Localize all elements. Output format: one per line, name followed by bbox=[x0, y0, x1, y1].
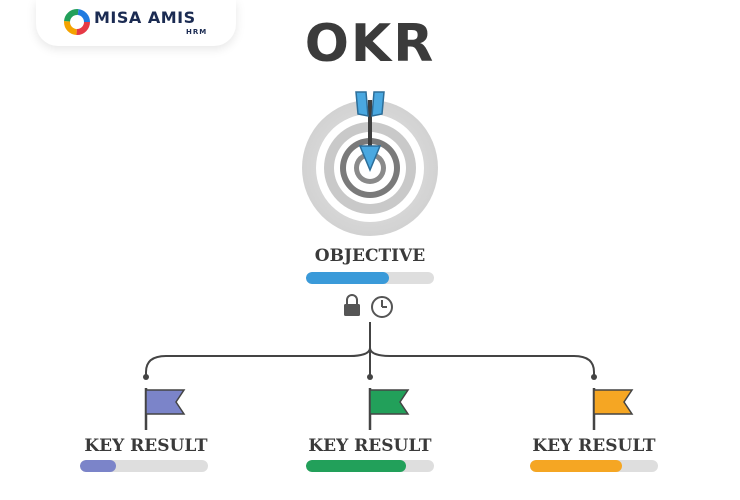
objective-status-icons bbox=[344, 294, 393, 318]
flag-icon bbox=[592, 388, 634, 430]
objective-progress-bar bbox=[306, 272, 434, 284]
key-result-progress-fill bbox=[530, 460, 623, 472]
branch-connector bbox=[143, 322, 597, 380]
flag-icon bbox=[368, 388, 410, 430]
clock-icon bbox=[371, 296, 393, 318]
key-result-label: KEY RESULT bbox=[84, 436, 208, 456]
key-result-label: KEY RESULT bbox=[308, 436, 432, 456]
objective-progress-fill bbox=[306, 272, 390, 284]
brand-logo: MISA AMIS HRM bbox=[36, 0, 236, 46]
key-result-progress-bar bbox=[306, 460, 434, 472]
page-title: OKR bbox=[304, 14, 436, 74]
key-result-progress-fill bbox=[306, 460, 406, 472]
brand-name: MISA AMIS bbox=[94, 8, 196, 27]
lock-icon bbox=[344, 294, 360, 316]
target-icon bbox=[302, 91, 438, 236]
key-result-progress-bar bbox=[80, 460, 208, 472]
brand-product: HRM bbox=[186, 28, 208, 36]
objective-label: OBJECTIVE bbox=[314, 246, 426, 266]
flag-icon bbox=[144, 388, 186, 430]
key-result-label: KEY RESULT bbox=[532, 436, 656, 456]
key-result-progress-bar bbox=[530, 460, 658, 472]
key-result-progress-fill bbox=[80, 460, 116, 472]
misa-logo-icon bbox=[64, 9, 90, 35]
